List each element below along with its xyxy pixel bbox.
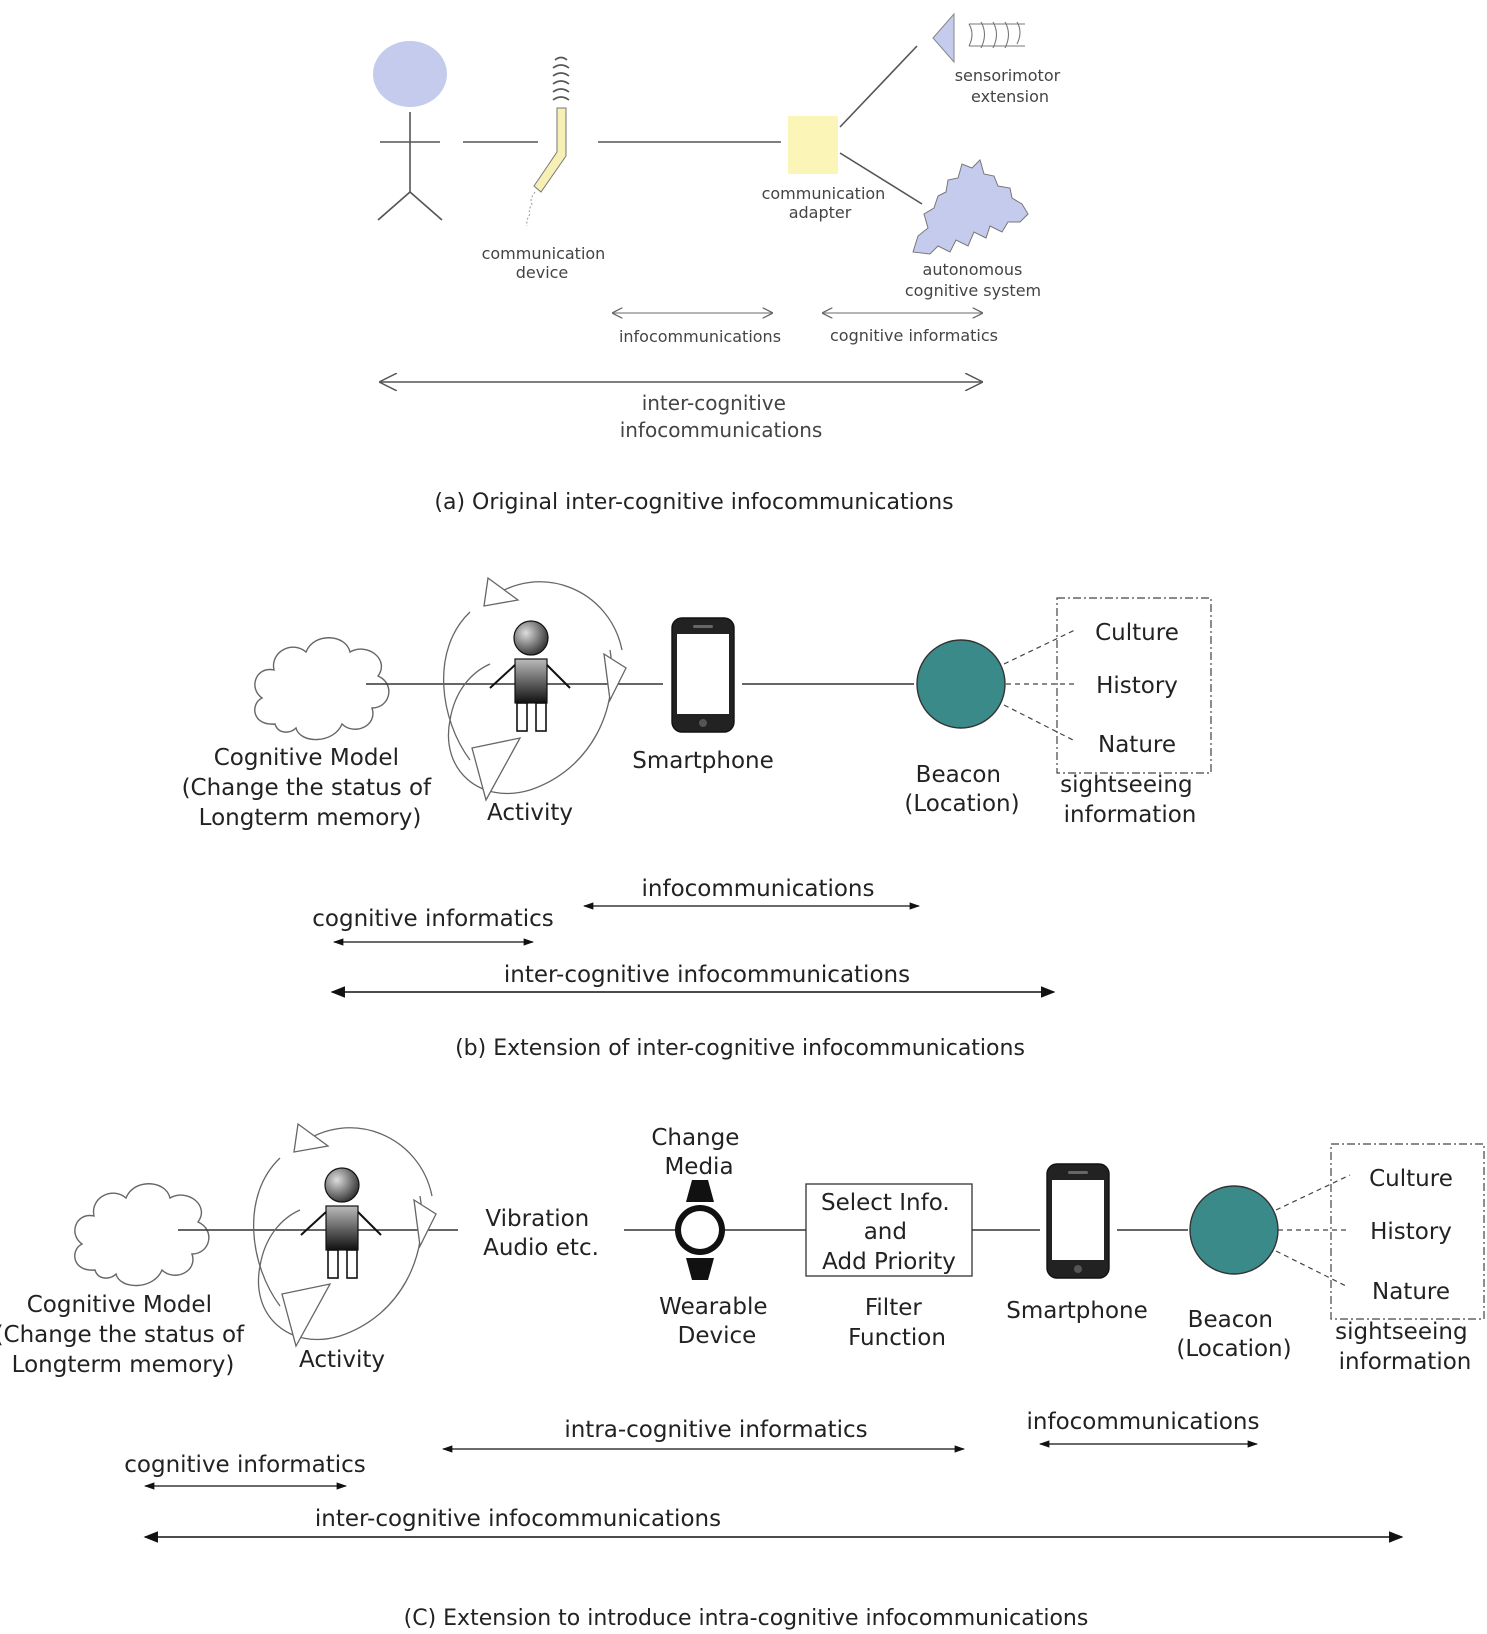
label-autonomous-cognitive-system: autonomous cognitive system — [905, 260, 1041, 300]
link-beacon-nature-c — [1275, 1250, 1349, 1288]
label-infocommunications-b: infocommunications — [642, 876, 875, 902]
smartphone-icon-c — [1046, 1163, 1110, 1279]
label-communication-device: communication device — [482, 244, 611, 282]
panel-a: communication device communication adapt… — [373, 12, 1066, 515]
label-nature-b: Nature — [1098, 732, 1176, 758]
label-activity-c: Activity — [299, 1347, 385, 1373]
label-filter-function: Filter Function — [848, 1295, 946, 1351]
label-activity-b: Activity — [487, 800, 573, 826]
caption-a: (a) Original inter-cognitive infocommuni… — [434, 490, 953, 515]
label-nature-c: Nature — [1372, 1279, 1450, 1305]
label-beacon-b: Beacon (Location) — [904, 762, 1019, 817]
cognitive-model-cloud-icon — [254, 637, 390, 741]
label-wearable-device: Wearable Device — [659, 1294, 775, 1349]
panel-c: Cognitive Model (Change the status of Lo… — [0, 1122, 1485, 1631]
label-select-info: Select Info. and Add Priority — [821, 1190, 957, 1275]
link-beacon-nature-b — [1003, 704, 1076, 742]
communication-device-icon — [526, 56, 570, 227]
wearable-watch-icon — [675, 1180, 725, 1280]
label-inter-cognitive-c: inter-cognitive infocommunications — [315, 1506, 721, 1532]
label-smartphone-b: Smartphone — [632, 748, 774, 774]
link-beacon-culture-c — [1275, 1174, 1351, 1211]
activity-cycle-icon — [443, 576, 627, 802]
label-inter-cognitive-a: inter-cognitive infocommunications — [620, 391, 823, 442]
beacon-icon-c — [1189, 1185, 1279, 1275]
caption-b: (b) Extension of inter-cognitive infocom… — [455, 1036, 1025, 1061]
label-inter-cognitive-b: inter-cognitive infocommunications — [504, 962, 910, 988]
label-vibration-audio: Vibration Audio etc. — [483, 1206, 599, 1261]
communication-adapter-box — [788, 116, 838, 174]
label-cognitive-informatics-c: cognitive informatics — [124, 1452, 366, 1478]
link-beacon-culture-b — [1003, 628, 1078, 665]
label-intra-cognitive-informatics: intra-cognitive informatics — [564, 1417, 867, 1443]
label-change-media: Change Media — [651, 1125, 746, 1180]
link-adapter-cognitive-system — [839, 152, 923, 205]
label-cognitive-model-c: Cognitive Model (Change the status of Lo… — [0, 1292, 251, 1378]
label-cognitive-informatics-b: cognitive informatics — [312, 906, 554, 932]
label-sightseeing-c: sightseeing information — [1335, 1319, 1475, 1375]
label-culture-c: Culture — [1369, 1166, 1453, 1192]
label-history-b: History — [1096, 673, 1178, 699]
autonomous-cognitive-system-icon — [912, 159, 1029, 255]
label-infocommunications-c: infocommunications — [1027, 1409, 1260, 1435]
label-history-c: History — [1370, 1219, 1452, 1245]
filter-function-box — [805, 1183, 973, 1277]
label-smartphone-c: Smartphone — [1006, 1298, 1148, 1324]
label-sensorimotor-extension: sensorimotor extension — [955, 66, 1066, 106]
label-culture-b: Culture — [1095, 620, 1179, 646]
label-sightseeing-b: sightseeing information — [1060, 772, 1200, 828]
smartphone-icon-b — [671, 617, 735, 733]
label-cognitive-informatics-a: cognitive informatics — [830, 326, 998, 345]
human-stick-figure-icon — [373, 41, 447, 221]
cognitive-model-cloud-icon-c — [74, 1183, 210, 1287]
sightseeing-box-c — [1330, 1143, 1485, 1320]
sightseeing-box-b — [1056, 597, 1212, 774]
label-infocommunications-a: infocommunications — [619, 327, 781, 346]
activity-cycle-icon-c — [253, 1122, 437, 1348]
beacon-icon-b — [916, 639, 1006, 729]
panel-b: Cognitive Model (Change the status of Lo… — [182, 576, 1212, 1061]
sensorimotor-extension-icon — [932, 12, 1025, 64]
link-adapter-sensorimotor — [839, 45, 918, 128]
label-cognitive-model-b: Cognitive Model (Change the status of Lo… — [182, 745, 439, 831]
caption-c: (C) Extension to introduce intra-cogniti… — [404, 1606, 1089, 1631]
label-communication-adapter: communication adapter — [762, 184, 891, 222]
label-beacon-c: Beacon (Location) — [1176, 1307, 1291, 1362]
